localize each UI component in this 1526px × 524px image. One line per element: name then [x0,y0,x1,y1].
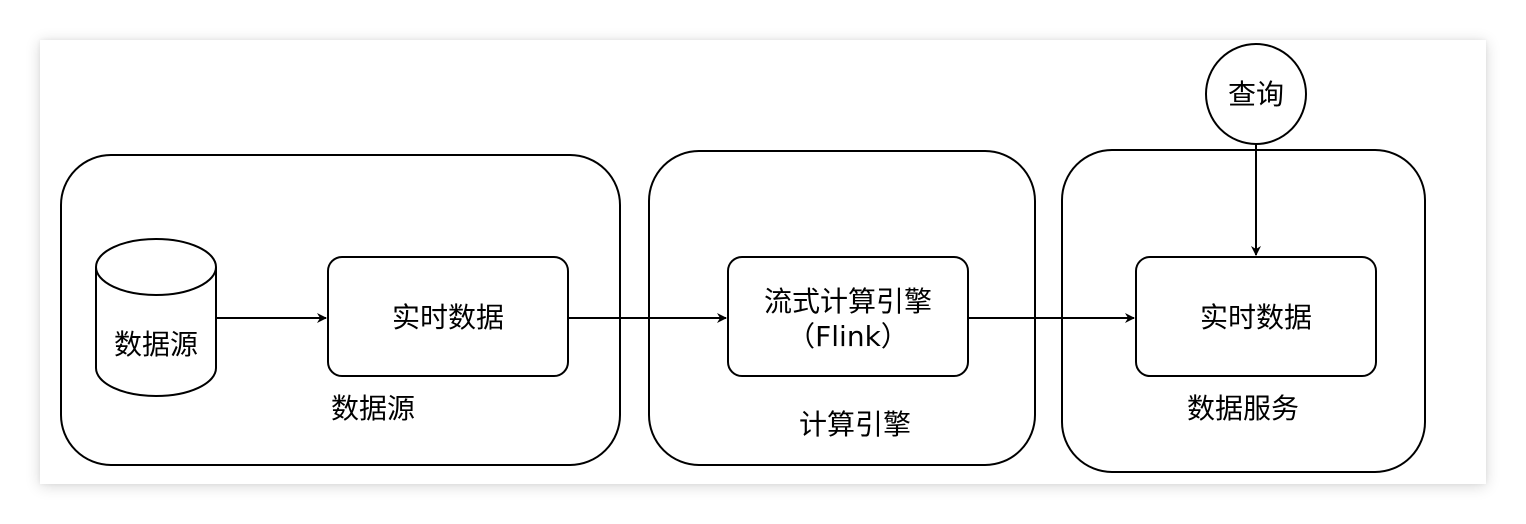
group-source-label: 数据源 [331,392,415,425]
cylinder-body [95,267,217,397]
realtime-data-node-2: 实时数据 [1135,256,1377,377]
stream-engine-node: 流式计算引擎 （Flink） [727,256,969,377]
group-compute-label: 计算引擎 [799,408,911,441]
stream-engine-node-label-line2: （Flink） [787,320,909,353]
realtime-data-node-1: 实时数据 [327,256,569,377]
stream-engine-node-label-line1: 流式计算引擎 [764,285,932,318]
cylinder-top [95,238,217,296]
query-node: 查询 [1205,43,1307,145]
realtime-data-node-1-box [327,256,569,377]
realtime-data-node-1-label: 实时数据 [392,301,504,334]
query-node-label: 查询 [1228,78,1284,111]
group-service-label: 数据服务 [1187,392,1299,425]
database-node-label: 数据源 [114,328,198,361]
realtime-data-node-2-label: 实时数据 [1200,301,1312,334]
realtime-data-node-2-box [1135,256,1377,377]
database-cylinder-node: 数据源 [95,238,217,397]
stream-engine-node-box [727,256,969,377]
